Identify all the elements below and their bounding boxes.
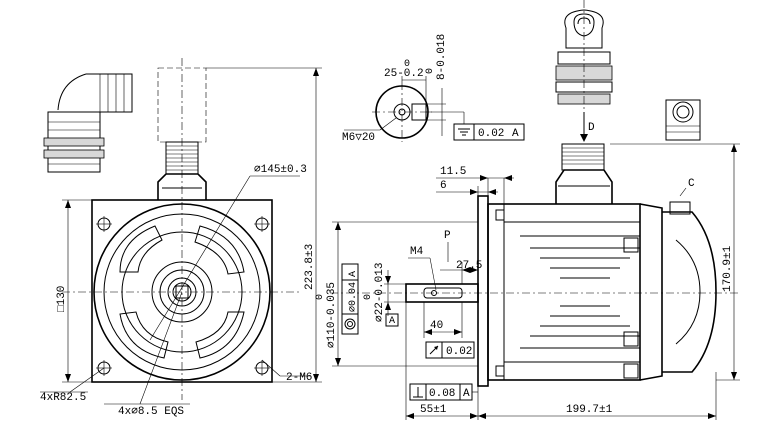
dim-27-5: 27.5 bbox=[456, 260, 482, 272]
shaft22-tol: 0 bbox=[363, 294, 374, 300]
r82-label: 4xR82.5 bbox=[40, 392, 86, 404]
concentricity-frame bbox=[341, 263, 359, 335]
d-label: D bbox=[588, 122, 595, 134]
shaft22-label: ⌀22-0.013 bbox=[374, 263, 386, 322]
dim-55: 55±1 bbox=[420, 404, 447, 416]
datum-a-label: A bbox=[389, 316, 395, 327]
m6x20-label: M6▽20 bbox=[342, 132, 375, 144]
fins-bottom bbox=[504, 305, 640, 363]
m4-label: M4 bbox=[410, 246, 424, 258]
concentricity-tol: ⌀0.04 bbox=[348, 282, 359, 312]
keyway-detail: 0 25-0.2 0 8-0.018 M6▽20 0.02 A bbox=[342, 34, 525, 144]
keyh-label: 8-0.018 bbox=[436, 34, 448, 80]
flatness-ref: A bbox=[512, 128, 519, 140]
flatness-tol: 0.02 bbox=[478, 128, 504, 140]
straight-connector bbox=[555, 0, 613, 112]
keyw-label: 25-0.2 bbox=[384, 68, 424, 80]
encoder-cover bbox=[662, 211, 717, 373]
perp-tol: 0.08 bbox=[429, 388, 455, 400]
flatness-frame bbox=[453, 123, 525, 141]
runout-tol: 0.02 bbox=[446, 346, 472, 358]
c-label: C bbox=[688, 178, 695, 190]
mounting-holes bbox=[96, 216, 270, 376]
fins-top bbox=[504, 221, 640, 279]
dim-40: 40 bbox=[430, 320, 443, 332]
spigot110-label: ⌀110-0.035 bbox=[326, 282, 338, 348]
perp-ref: A bbox=[463, 388, 470, 400]
p-label: P bbox=[444, 230, 451, 242]
flange-plate bbox=[477, 195, 489, 387]
concentricity-ref: A bbox=[348, 271, 359, 277]
height223-label: 223.8±3 bbox=[304, 244, 316, 290]
dim-170-9: 170.9±1 bbox=[722, 245, 734, 292]
elbow-connector-left bbox=[43, 73, 133, 173]
thread-top bbox=[166, 145, 198, 171]
dim-6: 6 bbox=[440, 180, 447, 192]
runout-frame bbox=[425, 341, 475, 359]
dim-11-5: 11.5 bbox=[440, 166, 466, 178]
holes-label: 4x⌀8.5 EQS bbox=[118, 406, 184, 418]
motor-body bbox=[487, 203, 641, 381]
elbow-connector-right bbox=[665, 99, 701, 141]
m6-label: 2-M6 bbox=[286, 372, 312, 384]
spigot110-tol: 0 bbox=[315, 294, 326, 300]
square130-label: □130 bbox=[56, 286, 68, 312]
keyh-tol: 0 bbox=[425, 68, 436, 74]
keyw-tol: 0 bbox=[404, 59, 410, 70]
side-view: D bbox=[315, 0, 740, 420]
front-view: □130 223.8±3 ⌀145±0.3 4xR82.5 4x⌀8.5 EQS… bbox=[40, 58, 322, 418]
flange-square bbox=[91, 199, 273, 383]
dia145-label: ⌀145±0.3 bbox=[254, 164, 307, 176]
dim-199-7: 199.7±1 bbox=[566, 404, 613, 416]
